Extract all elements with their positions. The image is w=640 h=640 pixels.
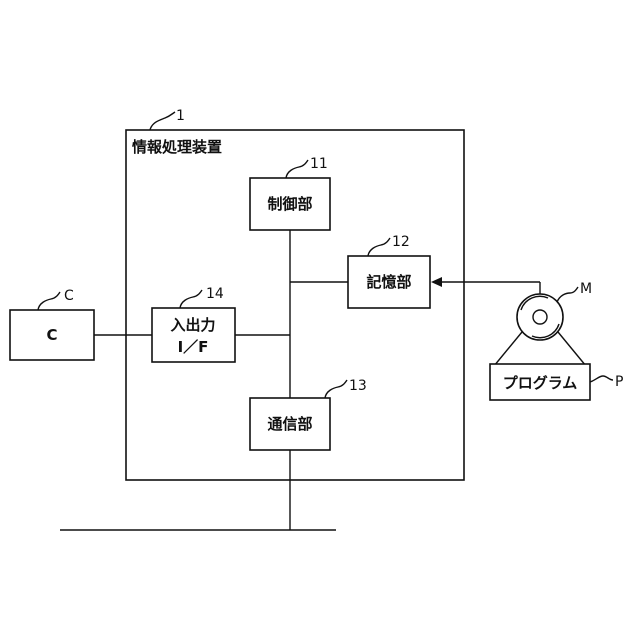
io-ref: 14	[206, 286, 224, 302]
medium-ref-leader	[557, 287, 578, 302]
comm-ref: 13	[349, 378, 367, 394]
medium-ref: M	[580, 281, 592, 297]
program-label: プログラム	[503, 374, 578, 392]
io-label-line1: 入出力	[170, 316, 215, 334]
storage-ref: 12	[392, 234, 410, 250]
device-title: 情報処理装置	[132, 138, 222, 156]
client-label: C	[46, 326, 57, 344]
device-ref-leader	[150, 112, 175, 130]
client-ref: C	[64, 288, 74, 304]
program-ref-leader	[590, 376, 613, 382]
disc-to-program-right	[558, 332, 586, 366]
disc-outer	[517, 294, 563, 340]
storage-label: 記憶部	[366, 273, 411, 291]
client-ref-leader	[38, 292, 60, 310]
program-ref: P	[615, 374, 623, 390]
comm-label: 通信部	[267, 415, 312, 433]
control-label: 制御部	[267, 195, 312, 213]
disc-to-program-left	[494, 332, 522, 366]
io-label-line2: I／F	[178, 338, 209, 356]
control-ref: 11	[310, 156, 328, 172]
device-ref: 1	[176, 108, 185, 124]
